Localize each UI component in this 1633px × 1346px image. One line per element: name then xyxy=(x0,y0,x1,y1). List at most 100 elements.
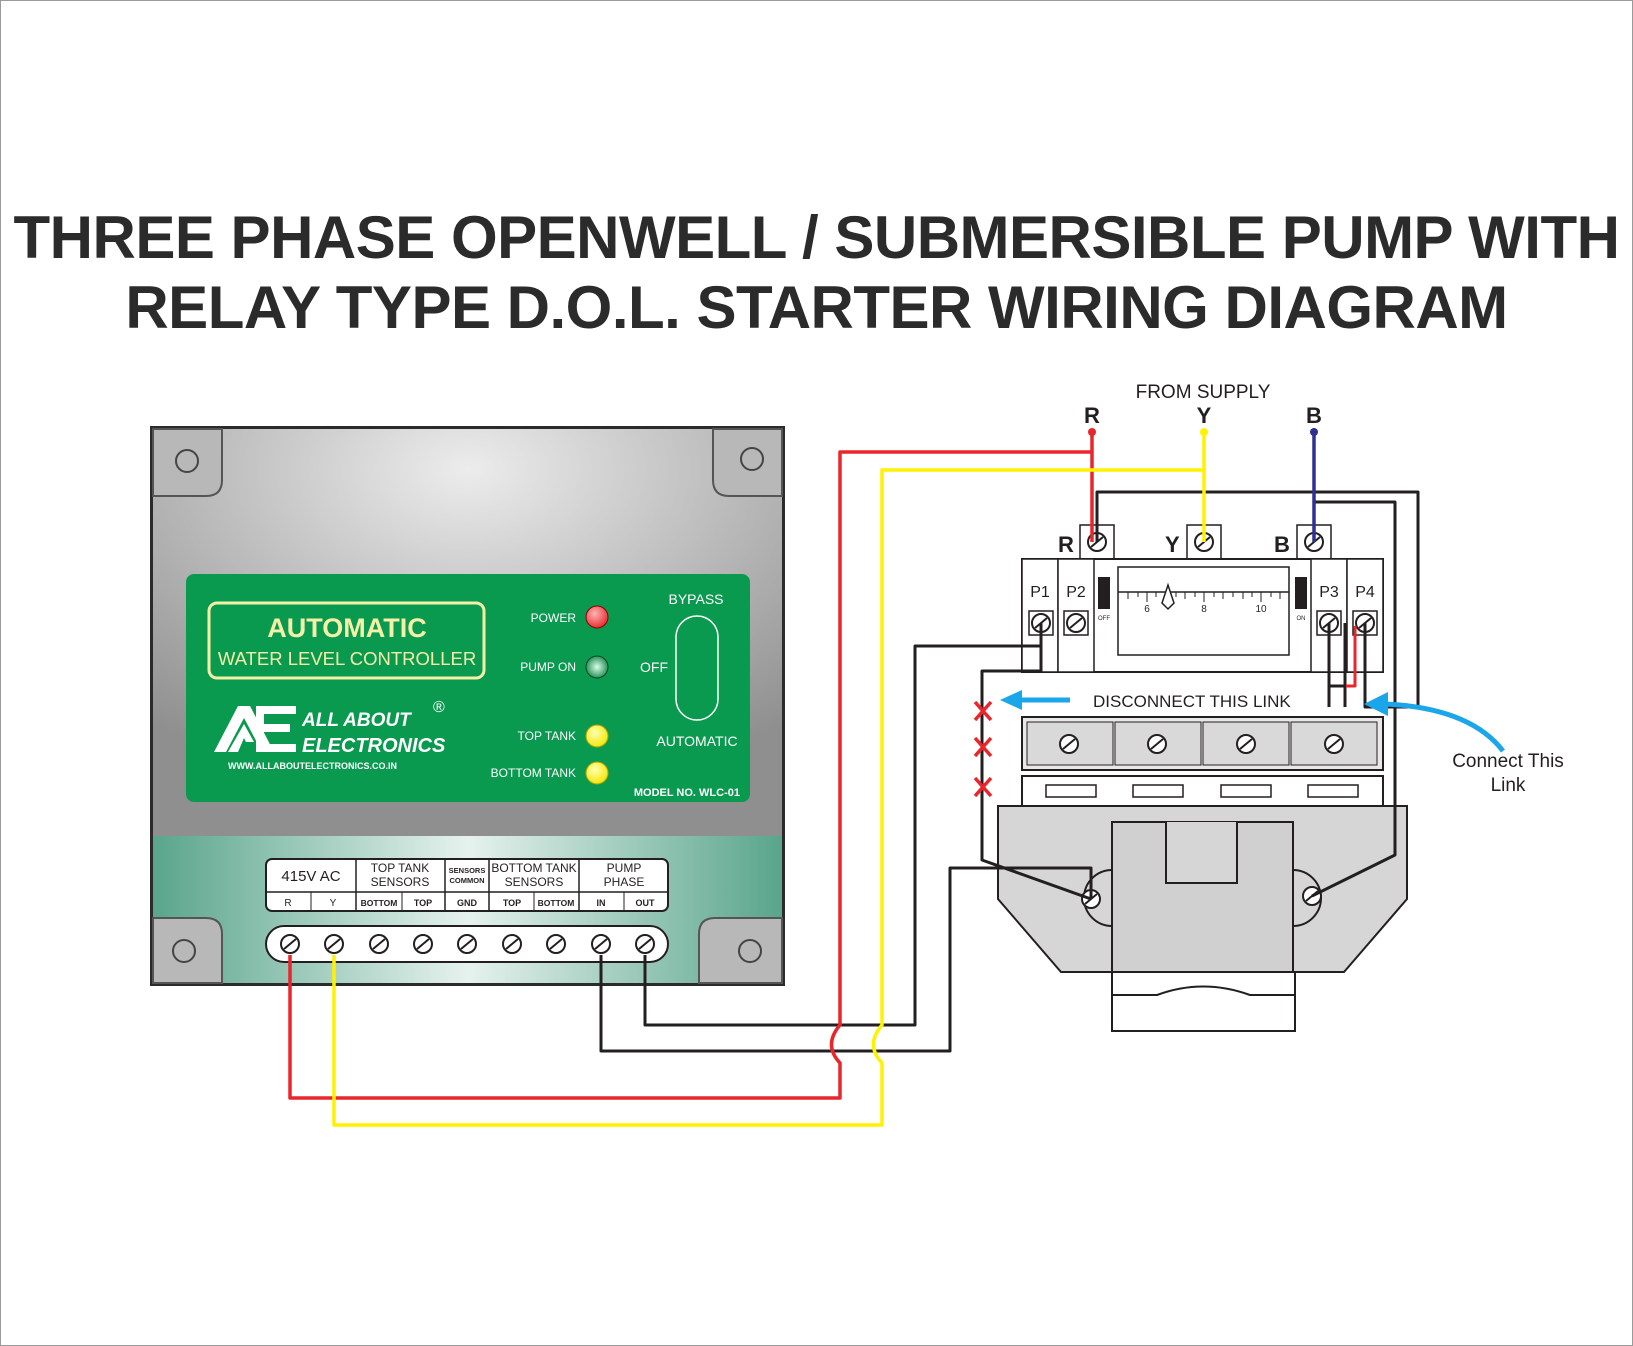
diagram-title-line-2: RELAY TYPE D.O.L. STARTER WIRING DIAGRAM xyxy=(125,274,1508,341)
brand-website: WWW.ALLABOUTELECTRONICS.CO.IN xyxy=(228,761,397,771)
product-name-box xyxy=(207,601,486,680)
from-supply-label: FROM SUPPLY xyxy=(1136,382,1271,403)
pump-on-indicator-label: PUMP ON xyxy=(520,660,576,674)
pump-in-wire xyxy=(599,866,1093,1053)
link-p4-r-wire xyxy=(1095,490,1420,709)
water-level-controller: AUTOMATIC WATER LEVEL CONTROLLER ALL ABO… xyxy=(150,426,785,986)
terminal-screw-in-icon[interactable] xyxy=(591,934,611,954)
scale-tick-8: 8 xyxy=(1201,604,1207,615)
terminal-label-r: R xyxy=(284,898,291,909)
contactor-screw-1-icon[interactable] xyxy=(1059,734,1079,754)
start-button[interactable] xyxy=(1295,577,1307,609)
red-phase-wire xyxy=(288,450,1094,1100)
connect-link-note-line-2: Link xyxy=(1491,775,1526,796)
stop-button[interactable] xyxy=(1098,577,1110,609)
pump-phase-group-label-1: PUMP xyxy=(607,861,642,875)
top-sensors-group-label-2: SENSORS xyxy=(371,875,430,889)
link-p1-a1-wire xyxy=(980,623,1092,901)
automatic-label: AUTOMATIC xyxy=(656,733,737,749)
on-button-label: ON xyxy=(1297,616,1306,622)
terminal-label-out: OUT xyxy=(636,898,656,908)
corner-block-bottom-left xyxy=(152,917,223,984)
brand-name-line-1: ALL ABOUT xyxy=(301,710,412,731)
aux-terminal-label-p4: P4 xyxy=(1355,584,1375,601)
terminal-label-y: Y xyxy=(330,898,337,909)
common-group-label-2: COMMON xyxy=(450,876,485,885)
bypass-label: BYPASS xyxy=(669,591,724,607)
supply-label-y: Y xyxy=(1197,403,1212,428)
aux-terminal-label-p3: P3 xyxy=(1319,584,1339,601)
aux-terminal-label-p1: P1 xyxy=(1030,584,1050,601)
supply-label-r: R xyxy=(1084,403,1100,428)
front-panel xyxy=(186,574,750,802)
pump-phase-group-label-2: PHASE xyxy=(604,875,645,889)
terminal-screw-y-icon[interactable] xyxy=(324,934,344,954)
terminal-label-bottom-bottom: BOTTOM xyxy=(538,898,575,908)
terminal-label-y-phase: Y xyxy=(1165,532,1180,557)
terminal-label-b-phase: B xyxy=(1274,532,1290,557)
supply-group-label: 415V AC xyxy=(281,868,340,885)
bottom-tank-led-icon xyxy=(585,761,609,785)
terminal-screw-bottom-bottom-icon[interactable] xyxy=(546,934,566,954)
contactor-screw-2-icon[interactable] xyxy=(1147,734,1167,754)
terminal-label-top-top: TOP xyxy=(414,898,432,908)
terminal-label-table xyxy=(265,858,669,912)
aux-screw-p2-icon[interactable] xyxy=(1066,613,1086,633)
mounting-hole-icon xyxy=(172,939,196,963)
power-indicator-label: POWER xyxy=(531,611,577,625)
top-sensors-group-label-1: TOP TANK xyxy=(371,861,429,875)
off-label: OFF xyxy=(640,659,668,675)
terminal-screw-out-icon[interactable] xyxy=(635,934,655,954)
bottom-sensors-group-label-1: BOTTOM TANK xyxy=(491,861,576,875)
bottom-sensors-group-label-2: SENSORS xyxy=(505,875,564,889)
terminal-label-in: IN xyxy=(597,898,606,908)
bottom-tank-indicator-label: BOTTOM TANK xyxy=(491,766,576,780)
terminal-label-r-phase: R xyxy=(1058,532,1074,557)
scale-tick-6: 6 xyxy=(1144,604,1150,615)
disconnect-arrow-icon xyxy=(1000,690,1070,710)
product-name: AUTOMATIC xyxy=(267,613,426,643)
mode-selector-switch[interactable] xyxy=(675,615,719,721)
mounting-hole-icon xyxy=(738,939,762,963)
top-tank-indicator-label: TOP TANK xyxy=(518,729,576,743)
terminal-label-bottom-top: TOP xyxy=(503,898,521,908)
dol-starter: R Y B P1 P2 P3 P4 OFF ON xyxy=(997,524,1408,1032)
model-number: MODEL NO. WLC-01 xyxy=(634,787,740,799)
disconnect-link-note: DISCONNECT THIS LINK xyxy=(1093,692,1291,711)
corner-block-top-left xyxy=(152,428,223,497)
common-group-label-1: SENSORS xyxy=(449,866,486,875)
terminal-screw-top-bottom-icon[interactable] xyxy=(369,934,389,954)
wires xyxy=(288,428,1420,1127)
connect-link-note-line-1: Connect This xyxy=(1452,751,1564,772)
diagram-title-line-1: THREE PHASE OPENWELL / SUBMERSIBLE PUMP … xyxy=(13,204,1620,271)
scale-tick-10: 10 xyxy=(1255,604,1267,615)
terminal-screw-bottom-top-icon[interactable] xyxy=(502,934,522,954)
brand-name-line-2: ELECTRONICS xyxy=(302,735,446,757)
corner-block-top-right xyxy=(712,428,783,497)
terminal-label-top-bottom: BOTTOM xyxy=(361,898,398,908)
contactor-screw-4-icon[interactable] xyxy=(1324,734,1344,754)
power-led-icon xyxy=(585,605,609,629)
contactor-screw-3-icon[interactable] xyxy=(1236,734,1256,754)
registered-mark: ® xyxy=(433,699,445,716)
connect-arrow-icon xyxy=(1364,692,1505,753)
terminal-label-gnd: GND xyxy=(457,898,478,908)
terminal-screw-top-top-icon[interactable] xyxy=(413,934,433,954)
disconnect-x-marks-icon xyxy=(973,700,993,798)
supply-label-b: B xyxy=(1306,403,1322,428)
terminal-screw-gnd-icon[interactable] xyxy=(457,934,477,954)
overload-setting-dial[interactable] xyxy=(1117,566,1290,656)
off-button-label: OFF xyxy=(1098,616,1110,622)
yellow-phase-wire xyxy=(332,468,1206,1127)
brand-logo-icon xyxy=(214,706,296,752)
new-link-wire xyxy=(1346,626,1357,688)
mounting-hole-icon xyxy=(175,449,199,473)
product-subtitle: WATER LEVEL CONTROLLER xyxy=(218,648,476,669)
terminal-screw-r-icon[interactable] xyxy=(280,934,300,954)
aux-terminal-label-p2: P2 xyxy=(1066,584,1086,601)
mounting-hole-icon xyxy=(740,447,764,471)
corner-block-bottom-right xyxy=(698,917,783,984)
dial-pointer-icon xyxy=(1161,582,1175,611)
top-tank-led-icon xyxy=(585,724,609,748)
